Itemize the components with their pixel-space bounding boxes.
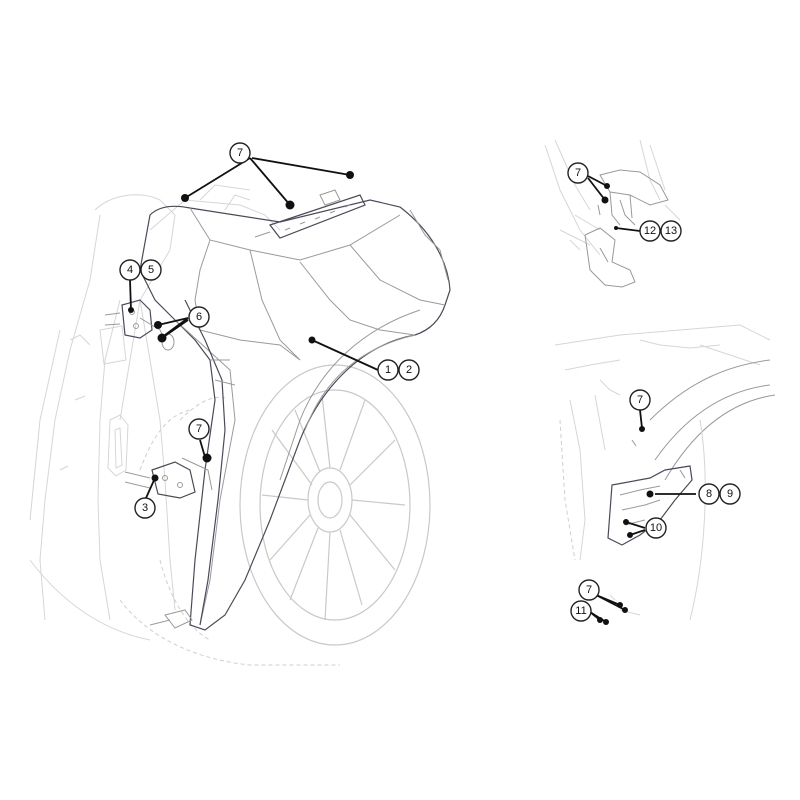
fastener-dot bbox=[157, 333, 167, 343]
callout-number: 13 bbox=[665, 225, 677, 237]
fastener-dot bbox=[597, 617, 603, 623]
fastener-dot bbox=[639, 426, 645, 432]
callout-number: 7 bbox=[237, 147, 243, 159]
callout-number: 1 bbox=[385, 364, 391, 376]
body-structure-background bbox=[29, 184, 340, 666]
fastener-dot bbox=[308, 336, 316, 344]
callout-2: 2 bbox=[398, 359, 420, 381]
callout-10: 10 bbox=[645, 517, 667, 539]
callout-number: 4 bbox=[127, 264, 133, 276]
callout-12: 12 bbox=[639, 220, 661, 242]
callout-4: 4 bbox=[119, 259, 141, 281]
callout-number: 7 bbox=[586, 584, 592, 596]
main-view-leaders bbox=[128, 157, 379, 499]
fastener-dot bbox=[346, 171, 354, 179]
fastener-dot bbox=[128, 307, 134, 313]
callout-number: 8 bbox=[706, 488, 712, 500]
callout-8: 8 bbox=[698, 483, 720, 505]
callout-7-top-right: 7 bbox=[567, 162, 589, 184]
fastener-dot bbox=[604, 183, 610, 189]
callout-7-bottom-right-bottom: 7 bbox=[578, 579, 600, 601]
callout-5: 5 bbox=[140, 259, 162, 281]
lower-bracket bbox=[124, 457, 213, 499]
fastener-dot bbox=[646, 490, 654, 498]
callout-11: 11 bbox=[570, 600, 592, 622]
wheel-rim bbox=[239, 364, 431, 646]
callout-number: 12 bbox=[644, 225, 656, 237]
upper-bracket bbox=[104, 299, 175, 351]
fastener-dot bbox=[202, 453, 212, 463]
inset-bottom-right-liner-detail bbox=[554, 324, 776, 621]
inset-top-right-hinge-detail bbox=[544, 139, 681, 288]
callout-number: 7 bbox=[637, 394, 643, 406]
callout-number: 3 bbox=[142, 502, 148, 514]
callout-9: 9 bbox=[719, 483, 741, 505]
fender-top-mounting-rail bbox=[254, 189, 366, 239]
callout-number: 7 bbox=[575, 167, 581, 179]
callout-3: 3 bbox=[134, 497, 156, 519]
fastener-dot bbox=[154, 321, 162, 329]
fastener-dot bbox=[623, 519, 629, 525]
fastener-dot bbox=[151, 474, 159, 482]
callout-7-mid: 7 bbox=[188, 418, 210, 440]
fastener-dot bbox=[627, 532, 633, 538]
callout-number: 7 bbox=[196, 423, 202, 435]
inset-bottom-right-leaders bbox=[589, 409, 696, 625]
callout-number: 2 bbox=[406, 364, 412, 376]
callout-7-bottom-right-top: 7 bbox=[629, 389, 651, 411]
callout-number: 6 bbox=[196, 311, 202, 323]
callout-6: 6 bbox=[188, 306, 210, 328]
callout-7-top: 7 bbox=[229, 142, 251, 164]
fastener-dot bbox=[614, 226, 618, 230]
fastener-dot bbox=[617, 602, 623, 608]
fastener-dot bbox=[622, 607, 628, 613]
callout-1: 1 bbox=[377, 359, 399, 381]
callout-number: 5 bbox=[148, 264, 154, 276]
callout-number: 10 bbox=[650, 522, 662, 534]
fastener-dot bbox=[603, 619, 609, 625]
callout-number: 11 bbox=[575, 605, 586, 617]
fastener-dot bbox=[601, 196, 609, 204]
front-fender-panel bbox=[139, 199, 451, 631]
callout-13: 13 bbox=[660, 220, 682, 242]
bottom-clip bbox=[149, 609, 193, 629]
fastener-dot bbox=[285, 200, 295, 210]
fastener-dot bbox=[181, 194, 189, 202]
callout-number: 9 bbox=[727, 488, 733, 500]
inset-top-right-leaders bbox=[587, 175, 641, 232]
